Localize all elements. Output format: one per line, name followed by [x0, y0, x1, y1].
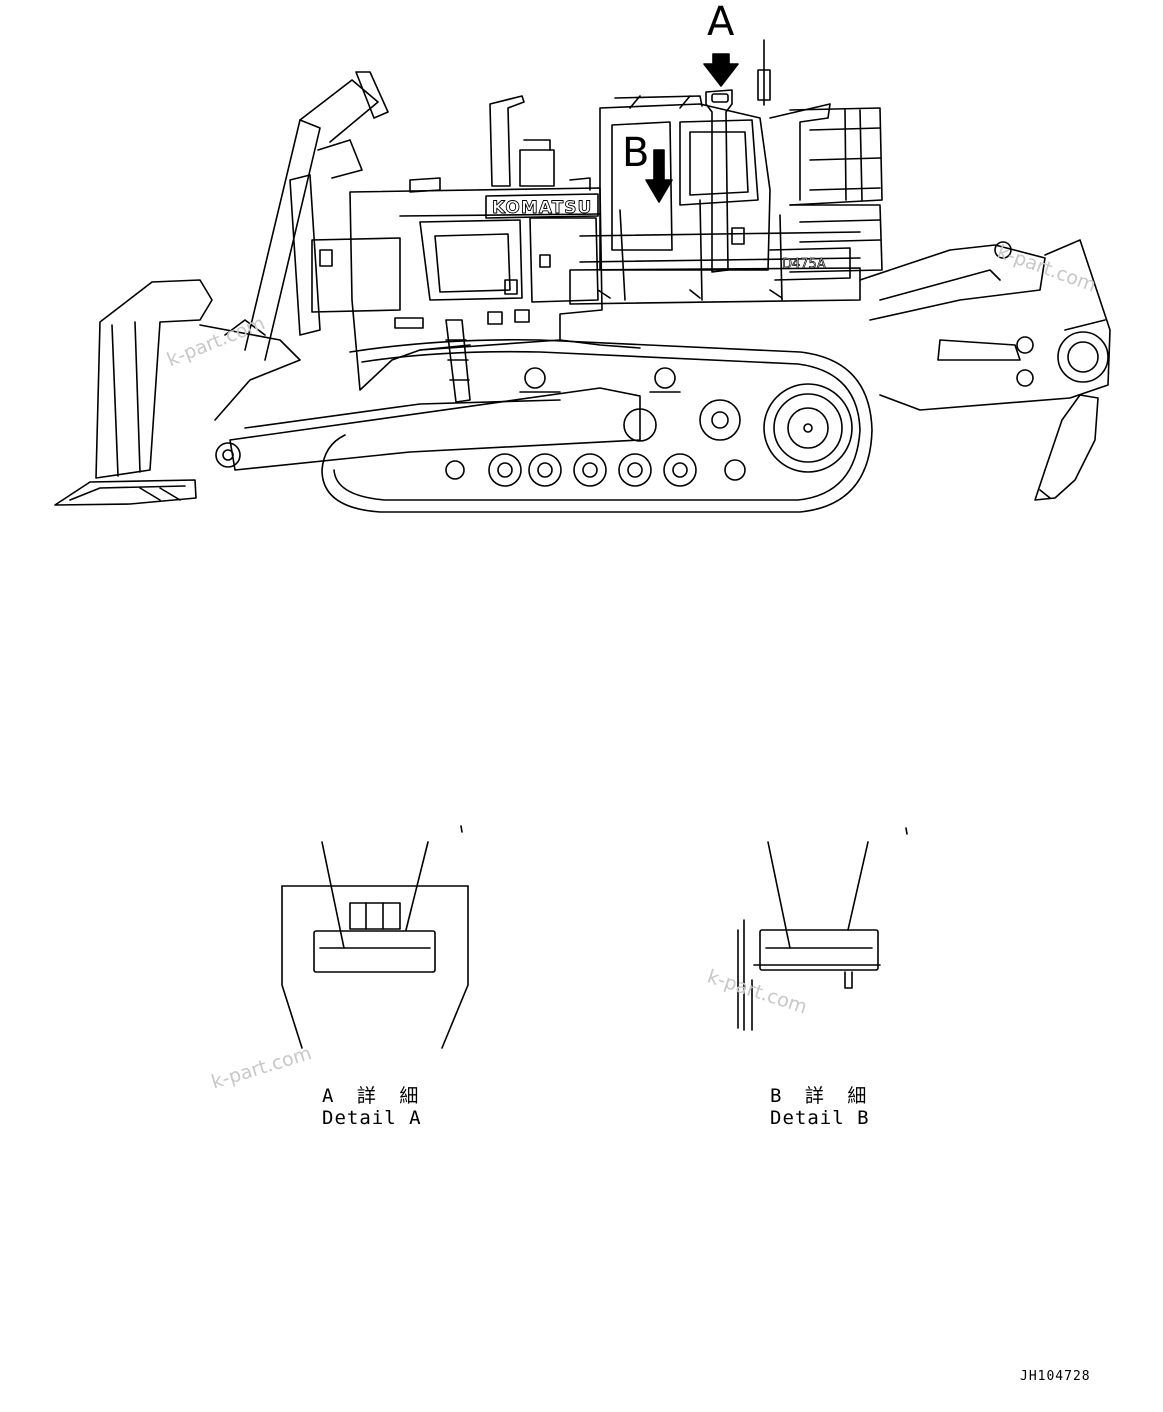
- track-chain: [321, 338, 873, 513]
- rear-handrails: [769, 103, 883, 273]
- ripper: [859, 239, 1111, 501]
- drawing-code: JH104728: [1020, 1369, 1091, 1384]
- track-rollers: [445, 453, 746, 487]
- detail-a-view: [281, 825, 469, 1049]
- detail-b-title-en: Detail B: [770, 1107, 870, 1129]
- detail-b-decal: [759, 929, 879, 971]
- callout-arrow-b: [645, 149, 673, 203]
- detail-a-window: [349, 902, 401, 930]
- engine-hood: KOMATSU: [311, 95, 603, 391]
- callout-label-a: A: [707, 0, 735, 45]
- dozer-blade: [54, 279, 213, 506]
- detail-b-title-jp: B 詳 細: [770, 1085, 873, 1107]
- callout-arrow-a: [703, 53, 739, 87]
- brand-logo: KOMATSU: [492, 198, 592, 218]
- bulldozer-side-view: KOMATSU: [54, 39, 1111, 513]
- model-badge: D475A: [782, 257, 826, 272]
- detail-b-view: [737, 827, 908, 1031]
- callout-label-b: B: [622, 130, 650, 176]
- access-ladder: [445, 319, 471, 403]
- sprocket: [623, 383, 853, 473]
- detail-a-title-en: Detail A: [322, 1107, 422, 1129]
- detail-a-decal: [313, 930, 436, 973]
- operator-cab: [599, 39, 771, 273]
- detail-a-title-jp: A 詳 細: [322, 1085, 425, 1107]
